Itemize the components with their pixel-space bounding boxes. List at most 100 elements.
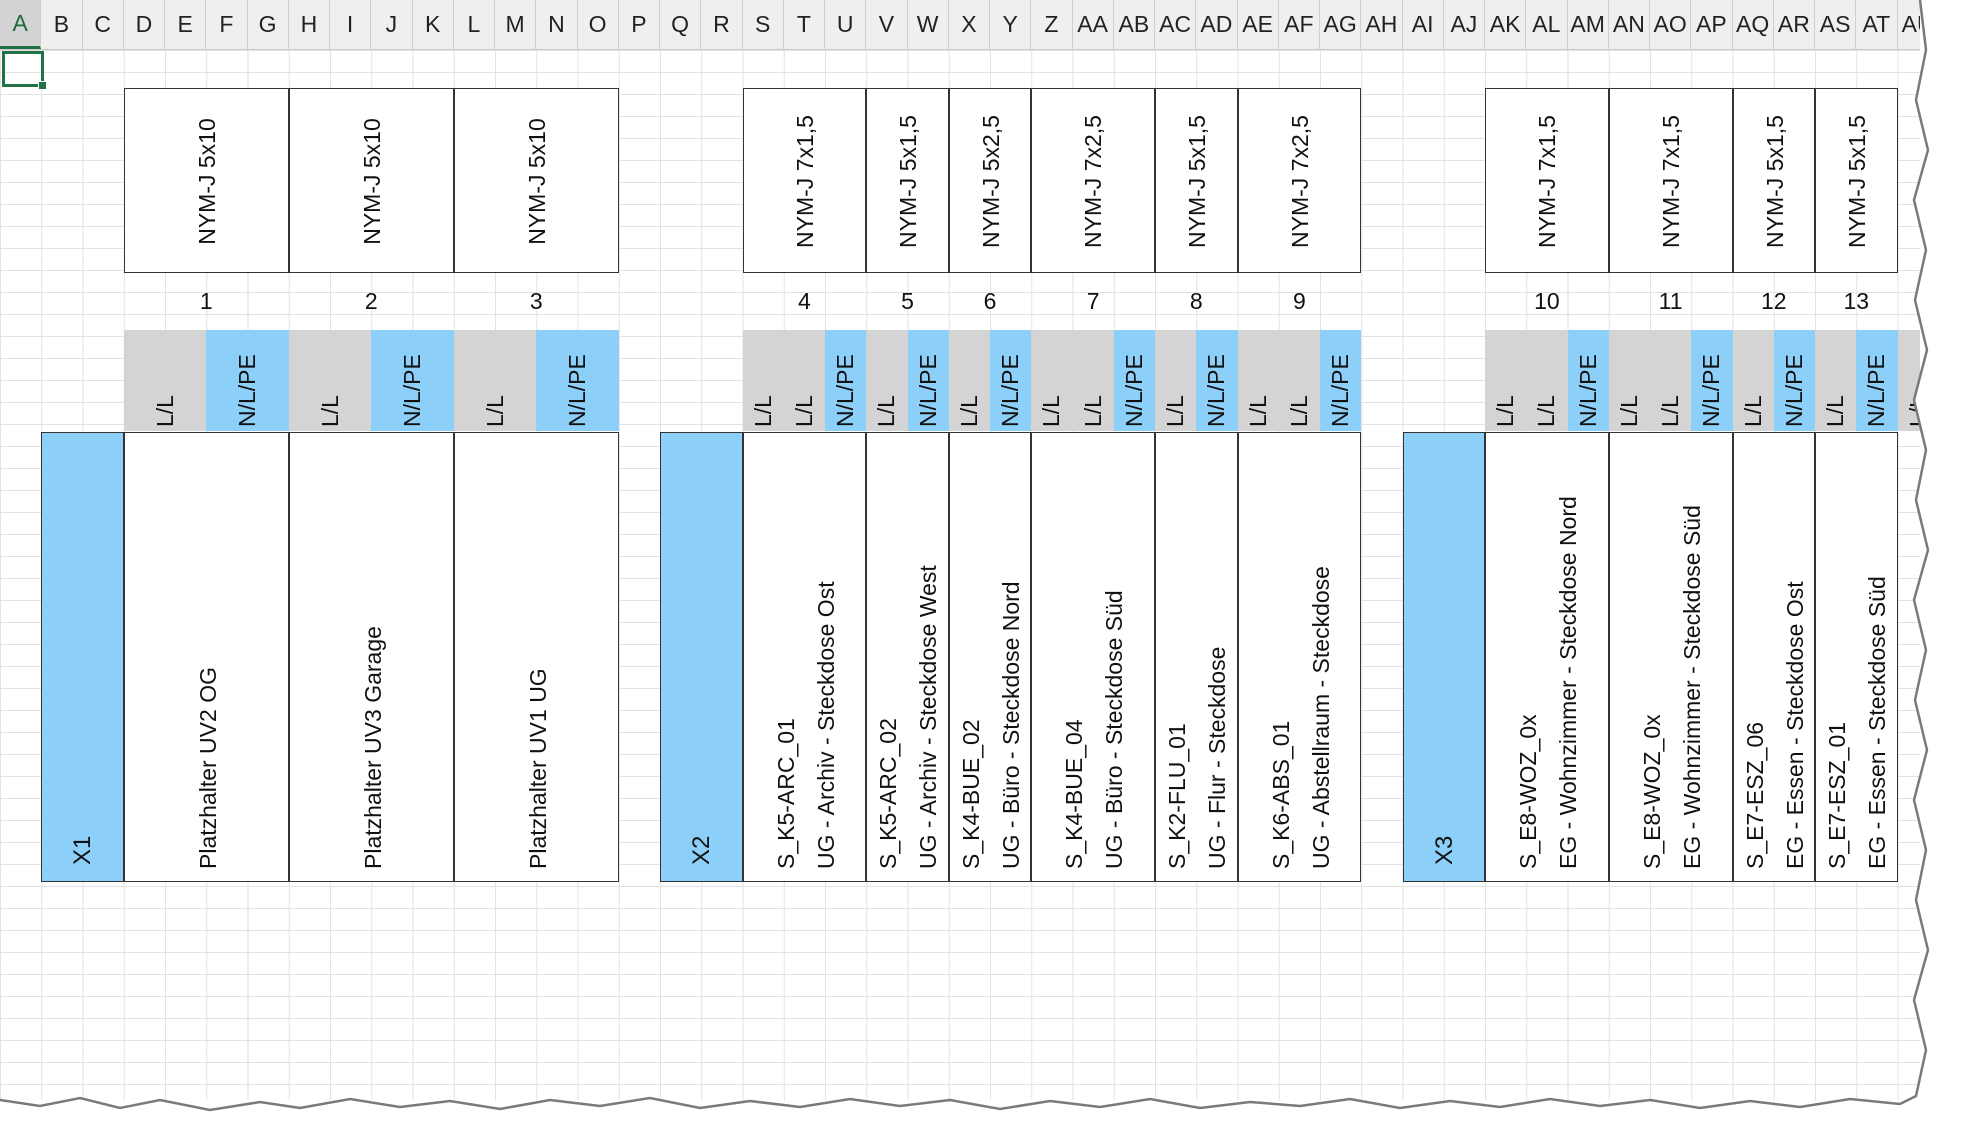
- wire-phase-cell[interactable]: L/L: [123, 330, 207, 431]
- cable-type-2[interactable]: NYM-J 5x10: [288, 88, 454, 273]
- cable-type-4[interactable]: NYM-J 7x1,5: [742, 88, 867, 273]
- wire-neutral-pe-cell[interactable]: N/L/PE: [206, 330, 289, 431]
- destination-2[interactable]: Platzhalter UV3 Garage: [288, 432, 454, 882]
- wire-neutral-pe-cell[interactable]: N/L/PE: [1196, 330, 1238, 431]
- column-header-v[interactable]: V: [866, 0, 908, 49]
- column-header-w[interactable]: W: [908, 0, 949, 49]
- cable-type-7[interactable]: NYM-J 7x2,5: [1031, 88, 1155, 273]
- column-header-ab[interactable]: AB: [1114, 0, 1155, 49]
- cable-type-5[interactable]: NYM-J 5x1,5: [866, 88, 949, 273]
- column-header-y[interactable]: Y: [990, 0, 1032, 49]
- column-header-am[interactable]: AM: [1568, 0, 1609, 49]
- wire-phase-cell[interactable]: L/L: [1897, 330, 1920, 431]
- wire-phase-cell[interactable]: L/L: [948, 330, 990, 431]
- wire-phase-cell[interactable]: L/L: [1237, 330, 1279, 431]
- wire-neutral-pe-cell[interactable]: N/L/PE: [825, 330, 867, 431]
- wire-neutral-pe-cell[interactable]: N/L/PE: [990, 330, 1032, 431]
- wire-phase-cell[interactable]: L/L: [742, 330, 784, 431]
- wire-phase-cell[interactable]: L/L: [1732, 330, 1774, 431]
- wire-neutral-pe-cell[interactable]: N/L/PE: [1567, 330, 1609, 431]
- wire-phase-cell[interactable]: L/L: [1485, 330, 1527, 431]
- cable-type-11[interactable]: NYM-J 7x1,5: [1608, 88, 1733, 273]
- wire-phase-cell[interactable]: L/L: [453, 330, 537, 431]
- wire-neutral-pe-cell[interactable]: N/L/PE: [371, 330, 454, 431]
- destination-1[interactable]: Platzhalter UV2 OG: [123, 432, 289, 882]
- column-header-ao[interactable]: AO: [1650, 0, 1692, 49]
- column-header-l[interactable]: L: [454, 0, 495, 49]
- column-header-x[interactable]: X: [949, 0, 990, 49]
- column-header-ae[interactable]: AE: [1238, 0, 1279, 49]
- column-header-ag[interactable]: AG: [1320, 0, 1362, 49]
- cable-type-12[interactable]: NYM-J 5x1,5: [1732, 88, 1815, 273]
- column-header-o[interactable]: O: [578, 0, 619, 49]
- column-header-at[interactable]: AT: [1856, 0, 1898, 49]
- terminal-strip-x2[interactable]: X2: [660, 432, 743, 882]
- cable-type-6[interactable]: NYM-J 5x2,5: [948, 88, 1032, 273]
- wire-neutral-pe-cell[interactable]: N/L/PE: [1691, 330, 1733, 431]
- wire-phase-cell[interactable]: L/L: [1608, 330, 1650, 431]
- wire-phase-cell[interactable]: L/L: [1155, 330, 1197, 431]
- column-header-m[interactable]: M: [495, 0, 537, 49]
- wire-neutral-pe-cell[interactable]: N/L/PE: [1320, 330, 1362, 431]
- column-header-ar[interactable]: AR: [1774, 0, 1815, 49]
- column-header-aa[interactable]: AA: [1073, 0, 1114, 49]
- column-header-z[interactable]: Z: [1031, 0, 1073, 49]
- terminal-strip-x3[interactable]: X3: [1402, 432, 1485, 882]
- destination-3[interactable]: Platzhalter UV1 UG: [453, 432, 619, 882]
- column-header-n[interactable]: N: [536, 0, 578, 49]
- column-header-d[interactable]: D: [124, 0, 165, 49]
- wire-phase-cell[interactable]: L/L: [1815, 330, 1857, 431]
- cable-type-13[interactable]: NYM-J 5x1,5: [1815, 88, 1898, 273]
- wire-phase-cell[interactable]: L/L: [1278, 330, 1320, 431]
- cable-type-3[interactable]: NYM-J 5x10: [453, 88, 619, 273]
- column-header-b[interactable]: B: [41, 0, 83, 49]
- wire-phase-cell[interactable]: L/L: [1031, 330, 1073, 431]
- column-header-aj[interactable]: AJ: [1444, 0, 1485, 49]
- column-header-i[interactable]: I: [330, 0, 372, 49]
- column-header-f[interactable]: F: [206, 0, 248, 49]
- column-header-j[interactable]: J: [371, 0, 413, 49]
- selected-cell-a1[interactable]: [2, 51, 47, 90]
- wire-phase-cell[interactable]: L/L: [1072, 330, 1114, 431]
- wire-phase-cell[interactable]: L/L: [1526, 330, 1568, 431]
- column-header-g[interactable]: G: [248, 0, 289, 49]
- terminal-strip-x1[interactable]: X1: [41, 432, 124, 882]
- column-header-ak[interactable]: AK: [1485, 0, 1527, 49]
- column-header-ai[interactable]: AI: [1403, 0, 1444, 49]
- column-header-s[interactable]: S: [743, 0, 784, 49]
- column-header-au[interactable]: AU: [1898, 0, 1920, 49]
- column-header-al[interactable]: AL: [1526, 0, 1568, 49]
- column-header-h[interactable]: H: [289, 0, 330, 49]
- column-header-af[interactable]: AF: [1279, 0, 1320, 49]
- column-header-ap[interactable]: AP: [1691, 0, 1733, 49]
- wire-phase-cell[interactable]: L/L: [288, 330, 372, 431]
- column-header-as[interactable]: AS: [1815, 0, 1857, 49]
- wire-phase-cell[interactable]: L/L: [1650, 330, 1692, 431]
- wire-phase-cell[interactable]: L/L: [783, 330, 825, 431]
- cable-type-9[interactable]: NYM-J 7x2,5: [1237, 88, 1362, 273]
- cable-type-1[interactable]: NYM-J 5x10: [123, 88, 289, 273]
- column-header-u[interactable]: U: [825, 0, 867, 49]
- column-header-an[interactable]: AN: [1609, 0, 1650, 49]
- column-header-q[interactable]: Q: [660, 0, 702, 49]
- column-header-e[interactable]: E: [165, 0, 207, 49]
- wire-phase-cell[interactable]: L/L: [866, 330, 908, 431]
- column-header-p[interactable]: P: [619, 0, 660, 49]
- wire-neutral-pe-cell[interactable]: N/L/PE: [1113, 330, 1155, 431]
- column-header-aq[interactable]: AQ: [1733, 0, 1774, 49]
- column-header-c[interactable]: C: [83, 0, 124, 49]
- wire-neutral-pe-cell[interactable]: N/L/PE: [536, 330, 619, 431]
- cable-type-10[interactable]: NYM-J 7x1,5: [1485, 88, 1609, 273]
